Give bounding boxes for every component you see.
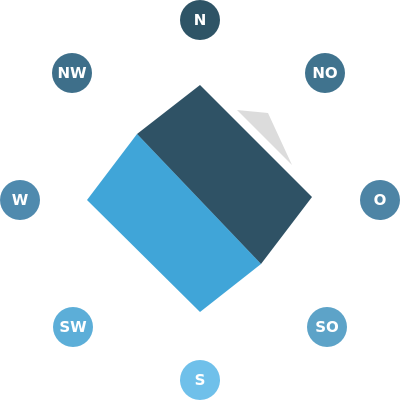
cube-front-face[interactable] xyxy=(87,134,261,312)
direction-button-no[interactable]: NO xyxy=(305,53,345,93)
direction-button-n[interactable]: N xyxy=(180,0,220,40)
direction-button-s[interactable]: S xyxy=(180,360,220,400)
direction-button-w[interactable]: W xyxy=(0,180,40,220)
direction-button-nw[interactable]: NW xyxy=(52,53,92,93)
direction-button-so[interactable]: SO xyxy=(307,307,347,347)
cube-shadow xyxy=(237,110,292,165)
direction-button-o[interactable]: O xyxy=(360,180,400,220)
direction-button-sw[interactable]: SW xyxy=(53,307,93,347)
cube-top-face[interactable] xyxy=(137,85,312,264)
